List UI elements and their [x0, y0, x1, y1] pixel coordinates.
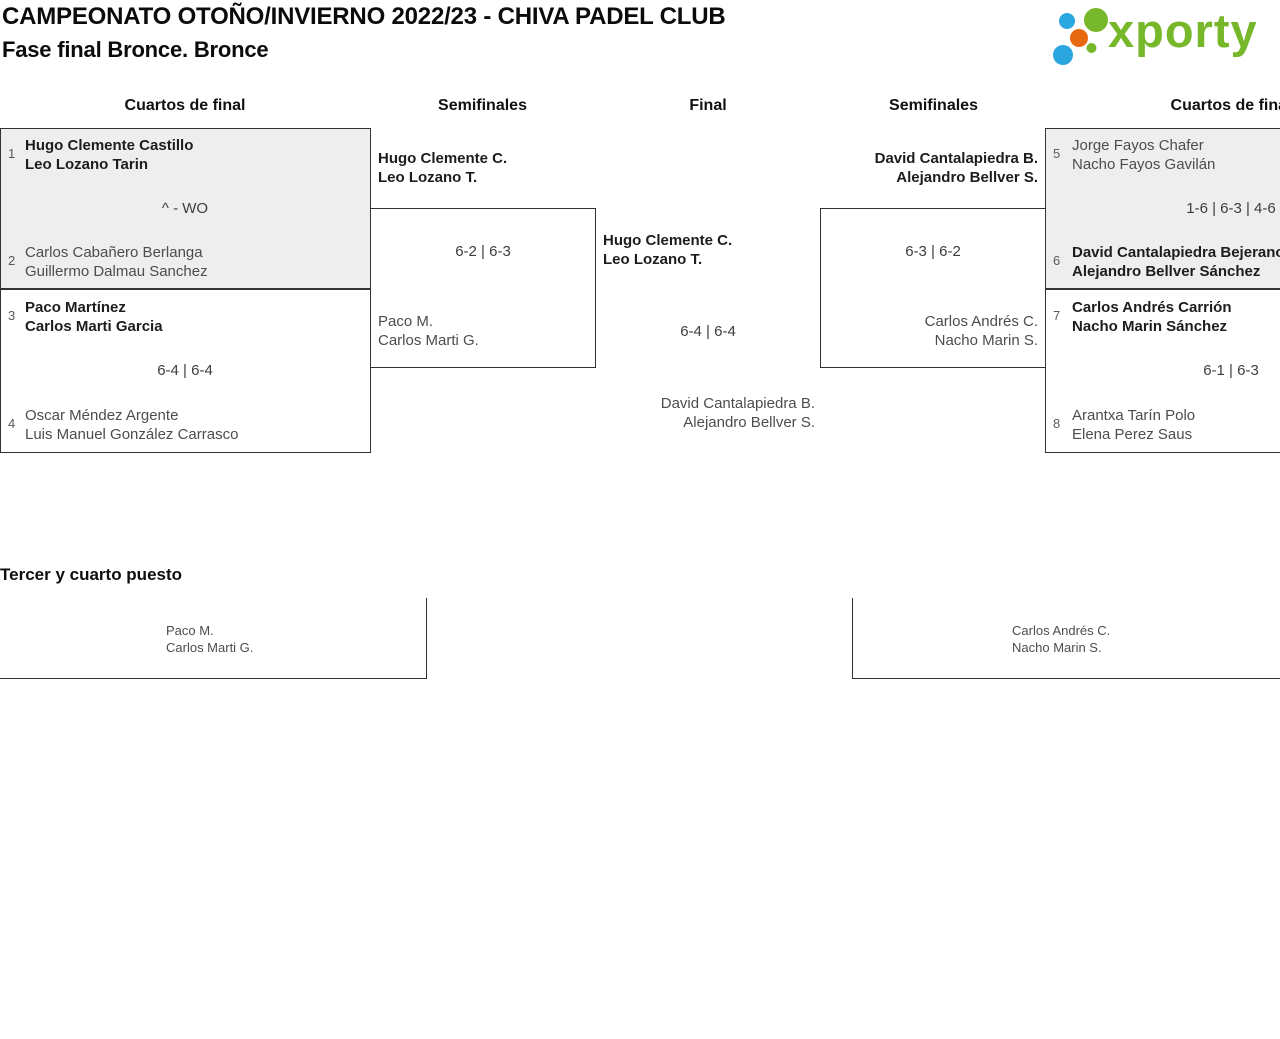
- match-box-qf-left-bottom: [0, 289, 371, 453]
- player-name: Leo Lozano Tarin: [25, 156, 149, 173]
- third-place-box-left: [0, 598, 427, 679]
- player-name: Alejandro Bellver Sánchez: [1072, 263, 1261, 280]
- xporty-logo-text: xporty: [1108, 4, 1258, 57]
- match-score-final: 6-4 | 6-4: [680, 323, 736, 340]
- player-name: Carlos Marti Garcia: [25, 318, 163, 335]
- player-name: Carlos Marti G.: [378, 332, 479, 349]
- player-name: Oscar Méndez Argente: [25, 407, 179, 424]
- player-name: Elena Perez Saus: [1072, 426, 1193, 443]
- player-name: Hugo Clemente C.: [378, 150, 508, 167]
- seed-number-4: 4: [8, 416, 16, 431]
- third-place-box-right: [852, 598, 1280, 679]
- logo-dot-orange: [1070, 29, 1088, 47]
- third-place-team-left: Paco M. Carlos Marti G.: [166, 622, 253, 656]
- player-name: Luis Manuel González Carrasco: [25, 426, 239, 443]
- player-name: Paco M.: [378, 313, 434, 330]
- xporty-logo-icon: [1053, 8, 1108, 65]
- logo-dot-blue-small: [1059, 13, 1075, 29]
- team-final-winner: Hugo Clemente C. Leo Lozano T.: [603, 231, 732, 269]
- match-box-sf-right: [820, 208, 1046, 368]
- player-name: Paco M.: [166, 623, 214, 638]
- match-score-sf-left: 6-2 | 6-3: [455, 243, 511, 260]
- match-box-qf-right-top: [1045, 128, 1280, 289]
- player-name: Guillermo Dalmau Sanchez: [25, 263, 208, 280]
- match-score-qf4: 6-1 | 6-3: [1203, 362, 1259, 379]
- seed-number-7: 7: [1053, 308, 1061, 323]
- team-qf1-winner: Hugo Clemente Castillo Leo Lozano Tarin: [25, 136, 193, 174]
- player-name: Carlos Andrés C.: [1012, 623, 1111, 638]
- seed-number-5: 5: [1053, 146, 1061, 161]
- team-qf4-loser: Arantxa Tarín Polo Elena Perez Saus: [1072, 406, 1195, 444]
- page-title: CAMPEONATO OTOÑO/INVIERNO 2022/23 - CHIV…: [2, 3, 726, 30]
- match-box-sf-left: [370, 208, 596, 368]
- player-name: Carlos Cabañero Berlanga: [25, 244, 203, 261]
- seed-number-2: 2: [8, 253, 16, 268]
- player-name: Carlos Andrés Carrión: [1072, 299, 1232, 316]
- team-qf2-loser: Oscar Méndez Argente Luis Manuel Gonzále…: [25, 406, 238, 444]
- logo-dot-green-large: [1084, 8, 1108, 32]
- team-qf3-winner: David Cantalapiedra Bejerano Alejandro B…: [1072, 243, 1280, 281]
- player-name: Paco Martínez: [25, 299, 126, 316]
- match-box-qf-right-bottom: [1045, 289, 1280, 453]
- player-name: Carlos Andrés C.: [924, 313, 1038, 330]
- column-header-quarterfinals-right: Cuartos de final: [1170, 97, 1280, 114]
- match-score-qf2: 6-4 | 6-4: [157, 362, 213, 379]
- team-sf-left-winner: Hugo Clemente C. Leo Lozano T.: [378, 149, 507, 187]
- column-header-semifinals-left: Semifinales: [438, 97, 527, 114]
- team-sf-left-loser: Paco M. Carlos Marti G.: [378, 312, 479, 350]
- player-name: Arantxa Tarín Polo: [1072, 407, 1196, 424]
- seed-number-8: 8: [1053, 416, 1061, 431]
- player-name: Nacho Marin S.: [1012, 640, 1102, 655]
- logo-dot-green-small: [1086, 43, 1097, 53]
- team-qf2-winner: Paco Martínez Carlos Marti Garcia: [25, 298, 163, 336]
- match-score-qf3: 1-6 | 6-3 | 4-6: [1186, 200, 1276, 217]
- player-name: Leo Lozano T.: [378, 169, 478, 186]
- match-box-qf-left-top: [0, 128, 371, 289]
- column-header-final: Final: [689, 97, 727, 114]
- team-qf3-loser: Jorge Fayos Chafer Nacho Fayos Gavilán: [1072, 136, 1215, 174]
- seed-number-3: 3: [8, 308, 16, 323]
- player-name: David Cantalapiedra B.: [660, 395, 815, 412]
- third-place-heading: Tercer y cuarto puesto: [0, 565, 183, 584]
- player-name: Alejandro Bellver S.: [683, 414, 815, 431]
- player-name: Nacho Marin Sánchez: [1072, 318, 1228, 335]
- player-name: Hugo Clemente C.: [603, 232, 733, 249]
- player-name: Alejandro Bellver S.: [896, 169, 1038, 186]
- player-name: Hugo Clemente Castillo: [25, 137, 194, 154]
- player-name: David Cantalapiedra B.: [874, 150, 1038, 167]
- team-sf-right-loser: Carlos Andrés C. Nacho Marin S.: [925, 312, 1038, 350]
- column-header-quarterfinals-left: Cuartos de final: [124, 97, 246, 114]
- player-name: David Cantalapiedra Bejerano: [1072, 244, 1280, 261]
- match-score-qf1: ^ - WO: [161, 200, 209, 217]
- column-header-semifinals-right: Semifinales: [889, 97, 978, 114]
- match-score-sf-right: 6-3 | 6-2: [905, 243, 961, 260]
- third-place-team-right: Carlos Andrés C. Nacho Marin S.: [1012, 622, 1110, 656]
- player-name: Nacho Fayos Gavilán: [1072, 156, 1216, 173]
- team-qf1-loser: Carlos Cabañero Berlanga Guillermo Dalma…: [25, 243, 208, 281]
- page-subtitle: Fase final Bronce. Bronce: [2, 37, 269, 62]
- team-sf-right-winner: David Cantalapiedra B. Alejandro Bellver…: [875, 149, 1038, 187]
- player-name: Nacho Marin S.: [934, 332, 1038, 349]
- player-name: Leo Lozano T.: [603, 251, 703, 268]
- player-name: Carlos Marti G.: [166, 640, 254, 655]
- logo-dot-blue-large: [1053, 45, 1073, 65]
- player-name: Jorge Fayos Chafer: [1072, 137, 1204, 154]
- seed-number-1: 1: [8, 146, 16, 161]
- seed-number-6: 6: [1053, 253, 1061, 268]
- team-qf4-winner: Carlos Andrés Carrión Nacho Marin Sánche…: [1072, 298, 1232, 336]
- team-final-loser: David Cantalapiedra B. Alejandro Bellver…: [661, 394, 815, 432]
